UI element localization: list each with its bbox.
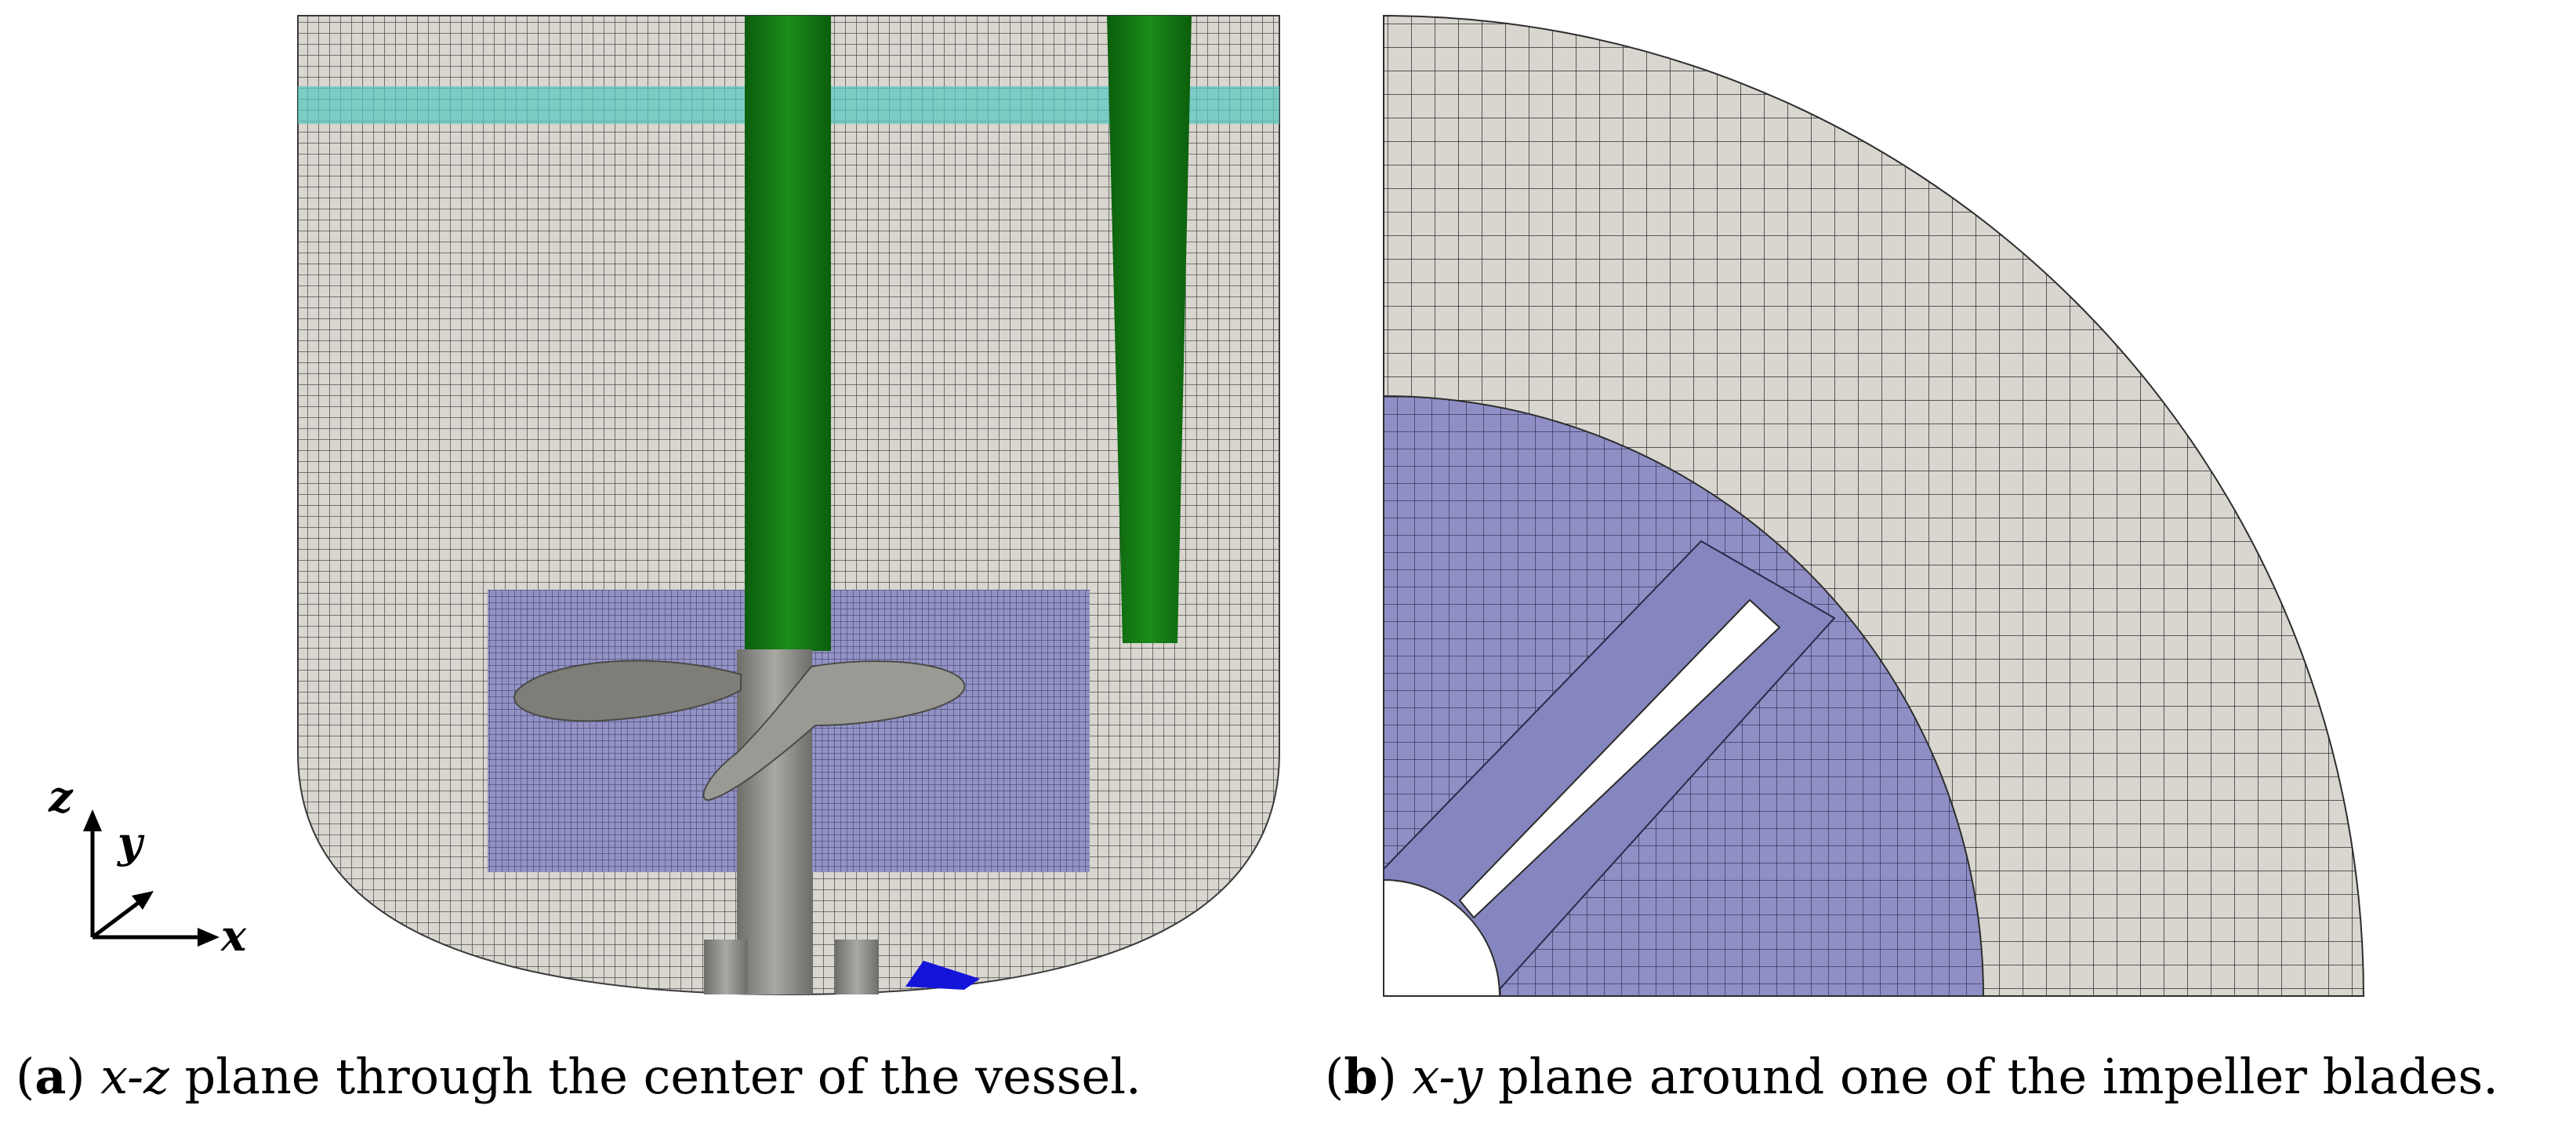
impeller-blade-right (702, 660, 966, 802)
caption-b-variable: x-y (1412, 1048, 1483, 1105)
caption-a-text: plane through the center of the vessel. (169, 1048, 1141, 1105)
caption-a-label: a (34, 1048, 67, 1105)
caption-b: (b) x-y plane around one of the impeller… (1325, 1048, 2499, 1105)
panel-b-mesh (1383, 14, 2365, 997)
panel-a-mesh (297, 15, 1280, 996)
caption-a-variable: x-z (100, 1048, 169, 1105)
baffle-rod (1107, 16, 1192, 643)
caption-b-label: b (1344, 1048, 1378, 1105)
bottom-stub-right (835, 940, 879, 994)
caption-a: (a) x-z plane through the center of the … (16, 1048, 1141, 1105)
hub-cutout (1383, 878, 1501, 997)
y-axis-arrow (91, 898, 144, 939)
x-axis-label: x (220, 911, 247, 961)
caption-b-text: plane around one of the impeller blades. (1482, 1048, 2499, 1105)
baffle-foot (905, 961, 980, 990)
impeller-blade-slot (1458, 598, 1781, 919)
figure-canvas: z y x (48, 14, 2365, 997)
y-axis-label: y (117, 817, 145, 867)
central-shaft (745, 16, 831, 651)
impeller-blade-left (513, 660, 742, 722)
axis-triad (83, 809, 220, 947)
z-axis-label: z (48, 772, 74, 822)
bottom-stub-left (704, 940, 748, 994)
